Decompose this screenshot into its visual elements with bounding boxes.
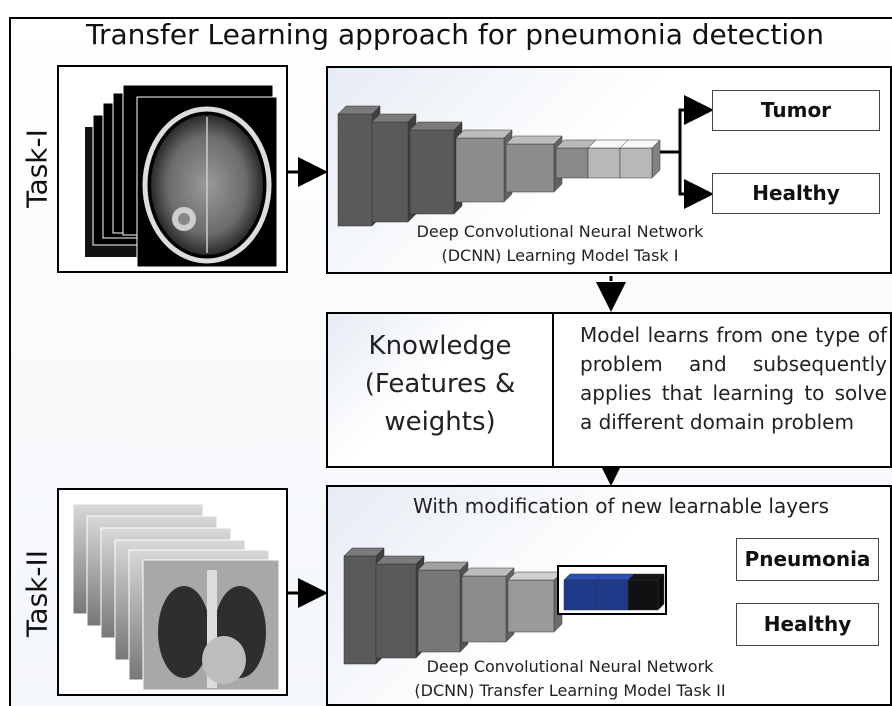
output-healthy-task-2: Healthy — [736, 603, 879, 646]
cnn-1-layer-2 — [371, 113, 417, 223]
task-2-caption-line-1: Deep Convolutional Neural Network — [426, 657, 714, 676]
knowledge-line-2: (Features & — [364, 369, 516, 399]
output-pneumonia: Pneumonia — [736, 538, 879, 581]
cnn-2-layer-3 — [417, 561, 469, 653]
task-2-caption: Deep Convolutional Neural Network (DCNN)… — [380, 655, 760, 703]
cnn-1-layer-3 — [409, 121, 463, 215]
cnn-2-layer-5 — [507, 571, 563, 633]
cnn-task-1 — [337, 105, 661, 227]
task-2-label: Task-II — [20, 549, 54, 638]
task-1-caption-line-1: Deep Convolutional Neural Network — [416, 222, 704, 241]
diagram-title: Transfer Learning approach for pneumonia… — [86, 18, 824, 51]
brain-mri-icon — [85, 84, 278, 268]
new-layer-3 — [627, 573, 665, 611]
arrow-to-tumor — [660, 95, 714, 154]
knowledge-box — [326, 312, 554, 468]
cnn-2-layer-4 — [461, 567, 515, 643]
modification-label: With modification of new learnable layer… — [413, 494, 830, 518]
output-healthy-task-1: Healthy — [712, 173, 880, 214]
knowledge-line-3: weights) — [384, 407, 496, 437]
xray-image-stack — [57, 488, 288, 696]
cnn-2-layer-2 — [375, 555, 425, 659]
task-2-caption-line-2: (DCNN) Transfer Learning Model Task II — [414, 681, 726, 700]
cnn-1-layer-8 — [619, 139, 661, 179]
task-1-caption: Deep Convolutional Neural Network (DCNN)… — [380, 220, 740, 268]
cnn-task-2 — [343, 547, 667, 665]
cnn-1-layer-5 — [505, 135, 563, 193]
mri-image-stack — [57, 65, 288, 273]
cnn-1-layer-4 — [455, 129, 513, 203]
task-1-caption-line-2: (DCNN) Learning Model Task I — [441, 246, 679, 265]
chest-xray-icon — [72, 503, 280, 691]
knowledge-description: Model learns from one type of problem an… — [580, 323, 887, 434]
knowledge-line-1: Knowledge — [368, 331, 512, 361]
knowledge-label: Knowledge (Features & weights) — [326, 327, 554, 441]
arrow-to-healthy-1 — [678, 152, 714, 209]
new-layer-1 — [563, 573, 603, 611]
knowledge-description-box — [552, 312, 892, 468]
output-tumor: Tumor — [712, 90, 880, 131]
